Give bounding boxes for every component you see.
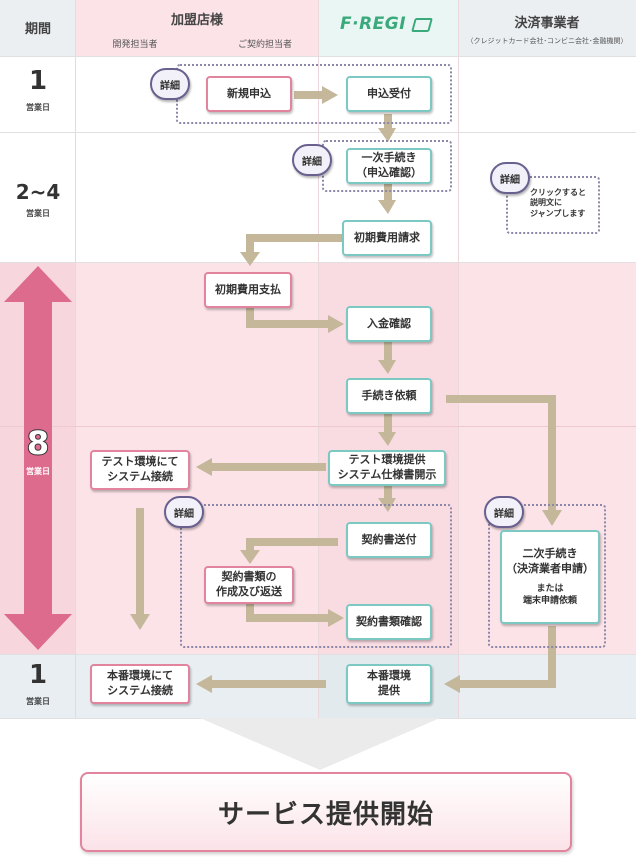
col-divider: [318, 0, 319, 718]
hint-text: クリックすると 説明文に ジャンプします: [530, 188, 586, 218]
row-divider: [0, 262, 636, 263]
detail-bubble-3[interactable]: 詳細: [164, 496, 204, 532]
merchant-dev-label: 開発担当者: [112, 40, 158, 50]
period-4-num: 1: [28, 660, 48, 690]
row-divider: [0, 56, 636, 57]
period-1-num: 1: [28, 66, 48, 96]
payment-header: 決済事業者: [514, 16, 580, 31]
row-divider: [0, 426, 636, 427]
header-period-bg: [0, 0, 76, 56]
step-application-received[interactable]: 申込受付: [346, 76, 432, 112]
fregi-logo-text: F·REGI: [340, 14, 407, 34]
step-second-procedure[interactable]: 二次手続き （決済業者申請） または 端末申請依頼: [500, 530, 600, 624]
step-contract-create-return[interactable]: 契約書類の 作成及び返送: [204, 566, 294, 604]
period-header: 期間: [24, 22, 51, 37]
detail-bubble-1[interactable]: 詳細: [150, 68, 190, 104]
detail-bubble-2[interactable]: 詳細: [292, 144, 332, 180]
group-hint: [506, 176, 600, 234]
payment-sub-label: （クレジットカード会社･コンビニ会社･金融機関）: [466, 37, 628, 45]
row-divider: [0, 654, 636, 655]
merchant-contract-label: ご契約担当者: [237, 40, 292, 50]
step-new-application[interactable]: 新規申込: [206, 76, 292, 112]
step-test-env-provision[interactable]: テスト環境提供 システム仕様書開示: [328, 450, 446, 486]
header-fregi-bg: [318, 0, 458, 56]
row-divider: [0, 132, 636, 133]
group-contract: [180, 504, 452, 648]
fregi-logo: F·REGI: [340, 14, 440, 42]
service-start-text: サービス提供開始: [217, 799, 434, 830]
step-procedure-request[interactable]: 手続き依頼: [346, 378, 432, 414]
period-3-unit: 営業日: [26, 467, 50, 476]
service-start-banner: サービス提供開始: [80, 772, 572, 852]
period-2-unit: 営業日: [26, 209, 50, 218]
period-2-num: 2~4: [15, 180, 61, 204]
col-divider: [458, 0, 459, 718]
period-3-num: 8: [26, 423, 50, 463]
detail-bubble-label: 詳細: [292, 144, 332, 176]
second-procedure-title: 二次手続き （決済業者申請）: [506, 547, 594, 575]
duration-double-arrow: [4, 266, 72, 650]
second-procedure-sub: または 端末申請依頼: [522, 583, 577, 606]
step-contract-confirm[interactable]: 契約書類確認: [346, 604, 432, 640]
step-prod-env-connect[interactable]: 本番環境にて システム接続: [90, 664, 190, 704]
detail-bubble-label: 詳細: [150, 68, 190, 100]
step-initial-fee-payment[interactable]: 初期費用支払: [204, 272, 292, 308]
period-4-unit: 営業日: [26, 697, 50, 706]
header-merchant-bg: [76, 0, 318, 56]
detail-bubble-hint[interactable]: 詳細: [490, 162, 530, 198]
detail-bubble-label: 詳細: [490, 162, 530, 194]
detail-bubble-label: 詳細: [164, 496, 204, 528]
step-prod-env-provision[interactable]: 本番環境 提供: [346, 664, 432, 704]
period-1-unit: 営業日: [26, 103, 50, 112]
step-contract-sent[interactable]: 契約書送付: [346, 522, 432, 558]
col-divider: [75, 0, 76, 718]
step-test-env-connect[interactable]: テスト環境にて システム接続: [90, 450, 190, 490]
detail-bubble-label: 詳細: [484, 496, 524, 528]
step-first-procedure[interactable]: 一次手続き （申込確認）: [346, 148, 432, 184]
header-payment-bg: [458, 0, 636, 56]
detail-bubble-4[interactable]: 詳細: [484, 496, 524, 532]
step-payment-confirmation[interactable]: 入金確認: [346, 306, 432, 342]
merchant-header: 加盟店様: [170, 13, 223, 28]
step-initial-fee-request[interactable]: 初期費用請求: [342, 220, 432, 256]
group-second-procedure: [488, 504, 606, 648]
